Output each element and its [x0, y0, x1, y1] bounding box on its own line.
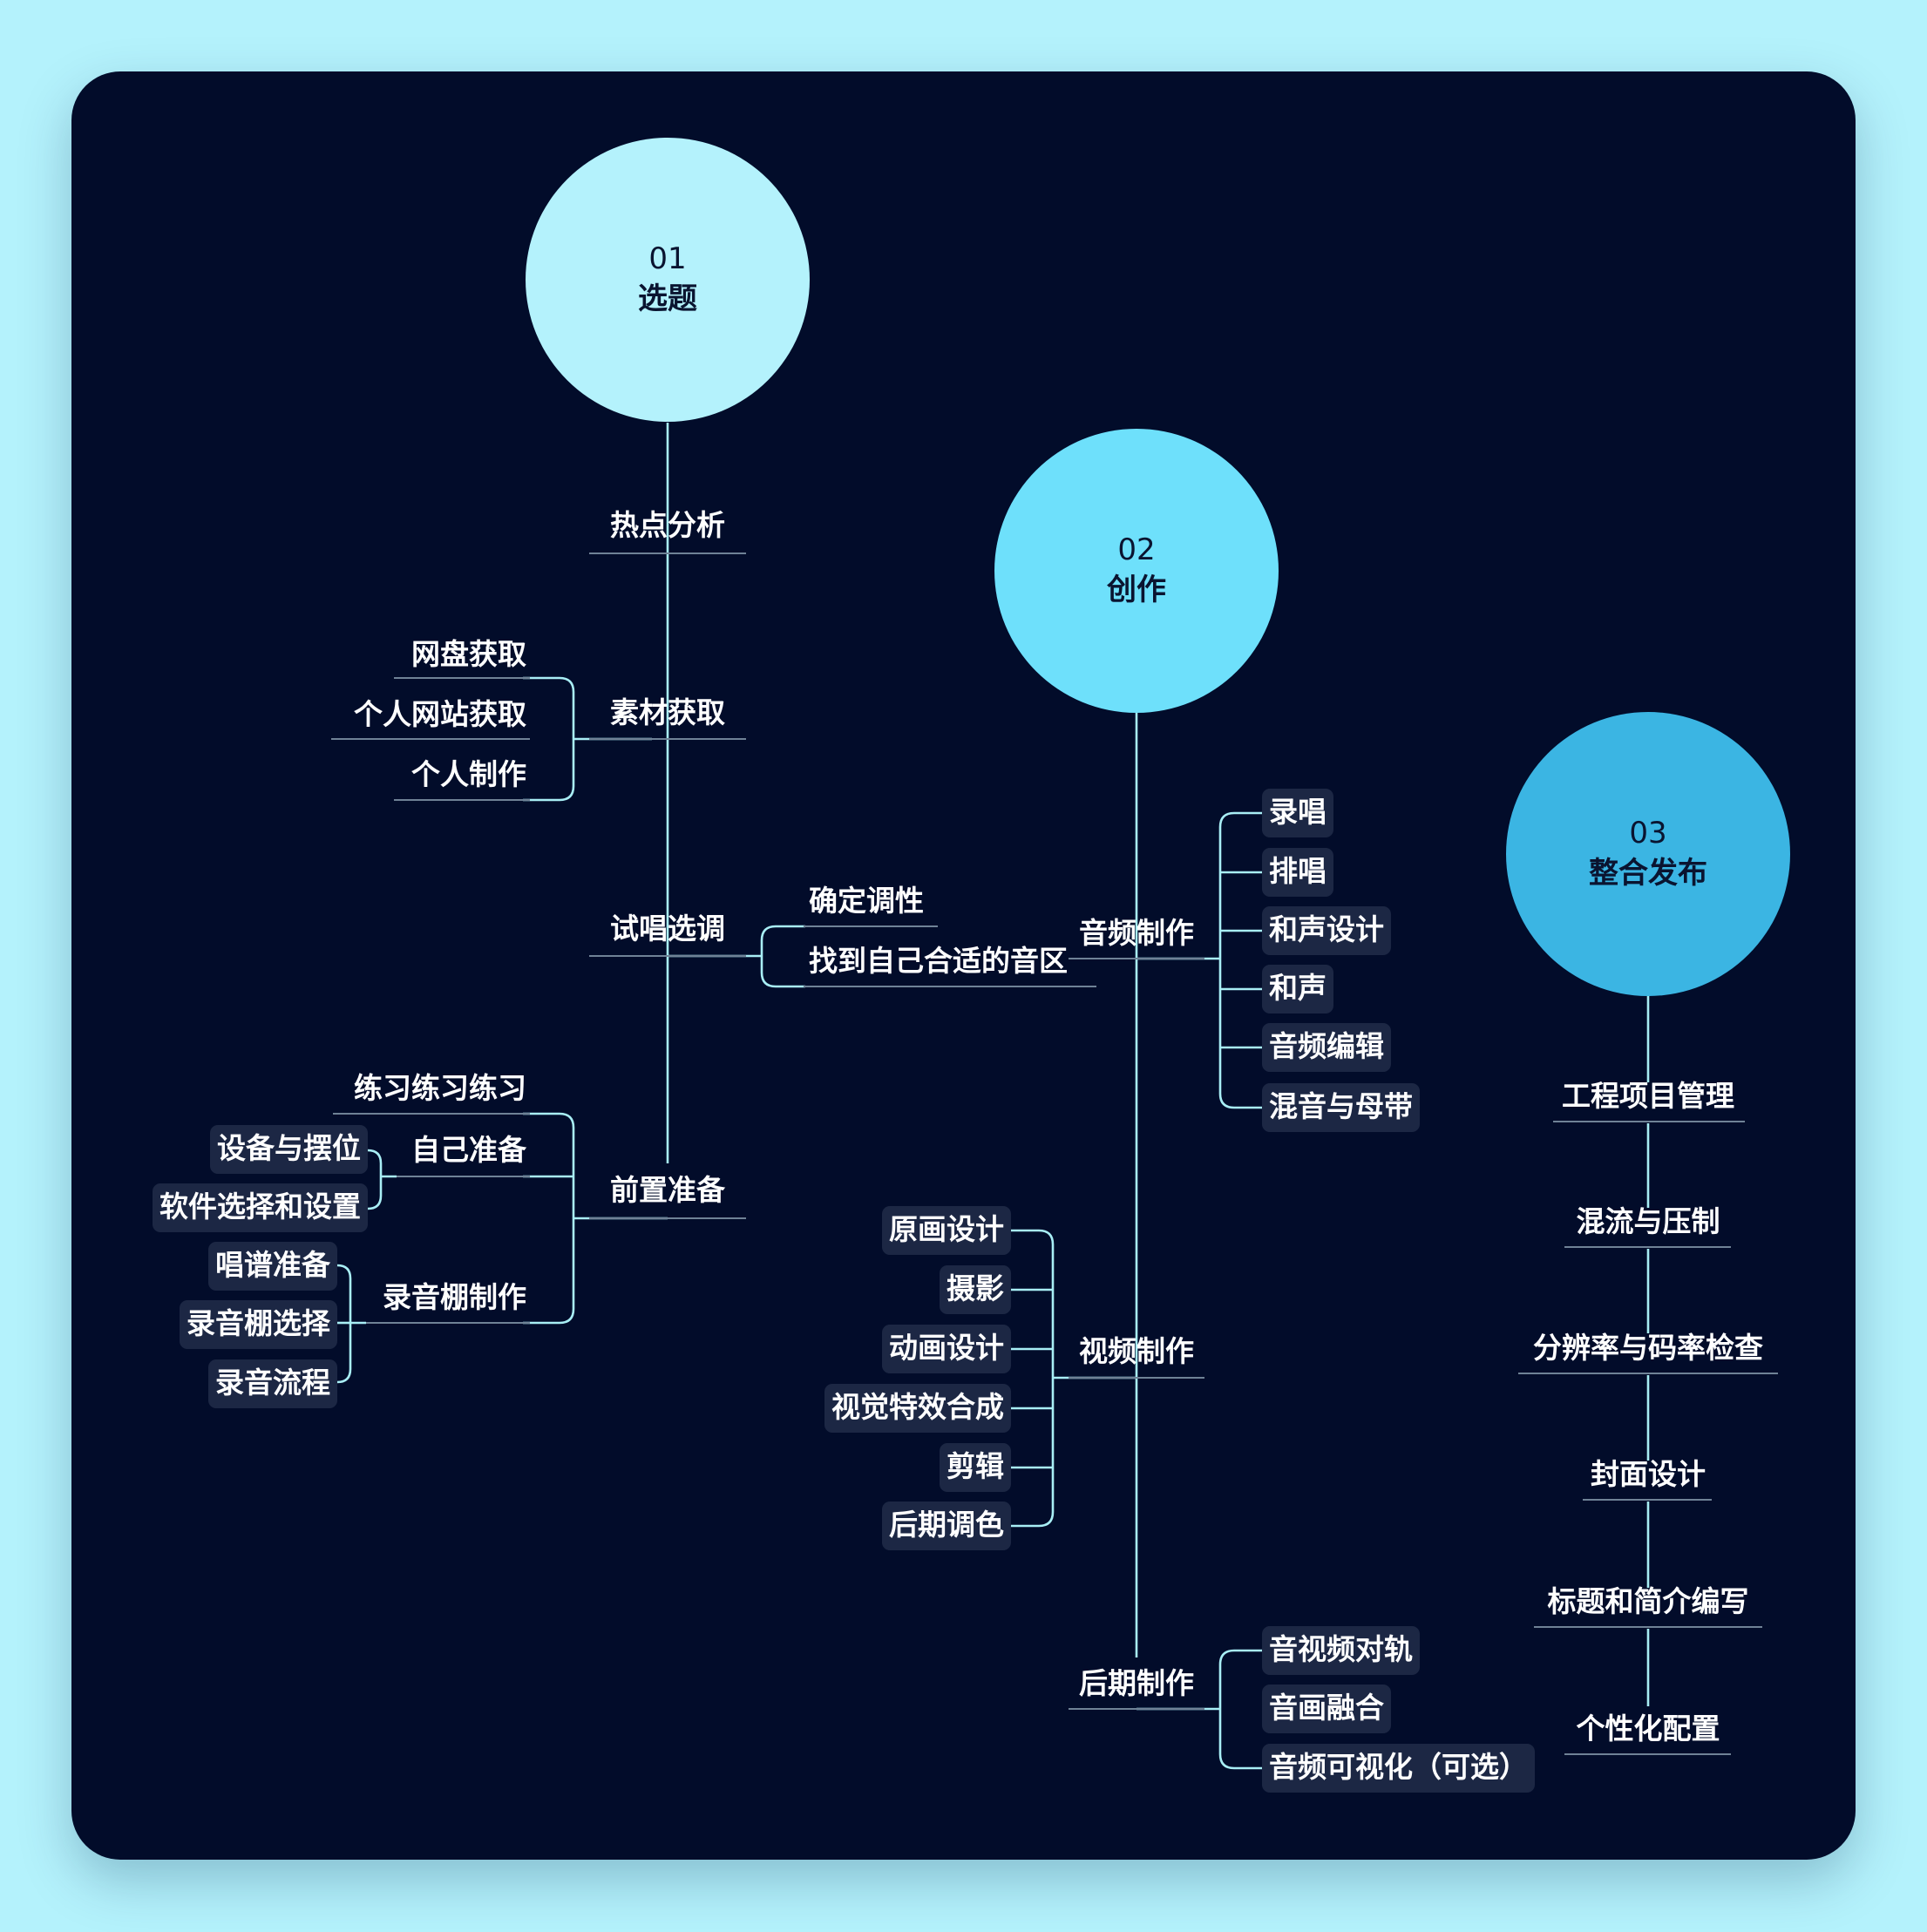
- node-audio-item: 录唱: [1262, 789, 1333, 837]
- node-trial-item: 找到自己合适的音区: [809, 944, 1068, 978]
- node-post-production: 后期制作: [1079, 1666, 1194, 1700]
- node-prep: 前置准备: [610, 1173, 725, 1207]
- node-material: 素材获取: [610, 695, 725, 729]
- stage-title: 选题: [638, 281, 697, 316]
- node-audio-item: 和声: [1262, 965, 1333, 1013]
- stage-title: 创作: [1107, 573, 1166, 607]
- node-publish-item: 工程项目管理: [1562, 1079, 1734, 1113]
- stage-title: 整合发布: [1589, 856, 1707, 891]
- node-video-item: 原画设计: [882, 1206, 1011, 1255]
- node-audio-item: 排唱: [1262, 848, 1333, 897]
- stage-number: 03: [1629, 816, 1667, 851]
- node-video-item: 后期调色: [882, 1502, 1011, 1550]
- node-post-item: 音频可视化（可选）: [1262, 1744, 1535, 1793]
- node-trial-item: 确定调性: [809, 884, 924, 918]
- mindmap-card: [71, 71, 1856, 1860]
- node-practice: 练习练习练习: [354, 1071, 526, 1105]
- node-audio-item: 和声设计: [1262, 906, 1391, 955]
- node-publish-item: 分辨率与码率检查: [1533, 1331, 1763, 1365]
- node-material-item: 网盘获取: [411, 637, 526, 671]
- node-self-prep: 自己准备: [411, 1133, 526, 1167]
- node-trial: 试唱选调: [610, 912, 725, 946]
- node-self-prep-item: 软件选择和设置: [153, 1183, 368, 1232]
- node-publish-item: 标题和简介编写: [1547, 1584, 1749, 1618]
- node-video-item: 剪辑: [940, 1443, 1011, 1492]
- node-audio-item: 音频编辑: [1262, 1023, 1391, 1072]
- node-post-item: 音画融合: [1262, 1685, 1391, 1733]
- node-studio-item: 录音流程: [208, 1359, 337, 1408]
- stage-circle-02: 02 创作: [994, 429, 1279, 713]
- stage-circle-03: 03 整合发布: [1506, 712, 1790, 996]
- node-material-item: 个人网站获取: [354, 697, 526, 731]
- node-hotspot-analysis: 热点分析: [610, 508, 725, 542]
- node-studio: 录音棚制作: [383, 1280, 526, 1314]
- node-self-prep-item: 设备与摆位: [210, 1125, 368, 1174]
- node-video-item: 动画设计: [882, 1325, 1011, 1373]
- stage-circle-01: 01 选题: [526, 138, 810, 422]
- node-video-production: 视频制作: [1079, 1334, 1194, 1368]
- node-audio-production: 音频制作: [1079, 916, 1194, 950]
- node-material-item: 个人制作: [411, 757, 526, 791]
- stage-number: 01: [648, 241, 687, 276]
- node-publish-item: 封面设计: [1591, 1457, 1706, 1491]
- node-video-item: 视觉特效合成: [824, 1384, 1011, 1433]
- node-studio-item: 录音棚选择: [180, 1300, 337, 1349]
- node-audio-item: 混音与母带: [1262, 1083, 1420, 1132]
- node-publish-item: 混流与压制: [1576, 1204, 1720, 1238]
- stage-number: 02: [1117, 532, 1156, 567]
- node-post-item: 音视频对轨: [1262, 1626, 1420, 1675]
- node-video-item: 摄影: [940, 1265, 1011, 1314]
- node-publish-item: 个性化配置: [1576, 1712, 1720, 1746]
- node-studio-item: 唱谱准备: [208, 1242, 337, 1291]
